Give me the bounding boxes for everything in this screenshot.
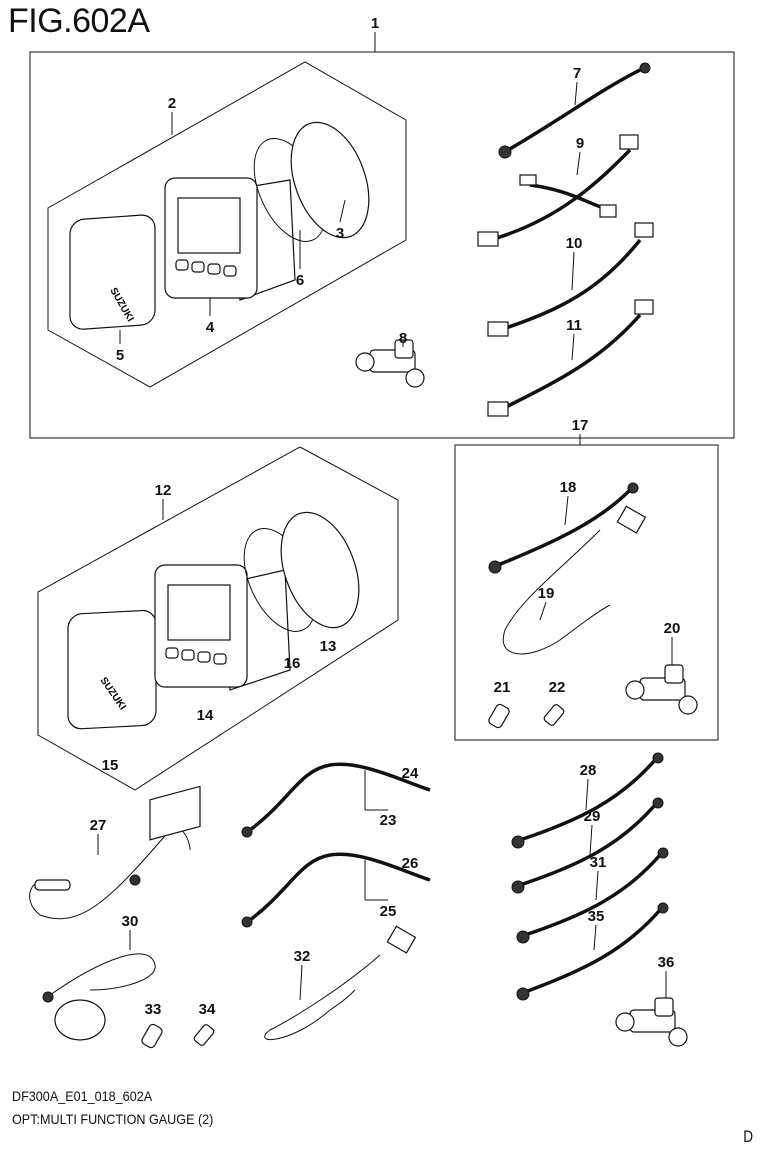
cap-34 bbox=[193, 1024, 215, 1046]
gauge-body-14 bbox=[154, 564, 291, 691]
callout-14: 14 bbox=[197, 707, 214, 724]
leader-lines bbox=[97, 32, 673, 1001]
callout-3: 3 bbox=[336, 225, 344, 242]
callout-33: 33 bbox=[145, 1001, 162, 1018]
callout-32: 32 bbox=[294, 948, 311, 965]
callout-31: 31 bbox=[590, 854, 607, 871]
callout-4: 4 bbox=[206, 319, 215, 336]
cap-33 bbox=[141, 1023, 163, 1049]
drawing-description: OPT:MULTI FUNCTION GAUGE (2) bbox=[12, 1111, 214, 1127]
cables bbox=[29, 62, 669, 1041]
callout-11: 11 bbox=[566, 317, 582, 334]
callout-26: 26 bbox=[402, 855, 419, 872]
callout-35: 35 bbox=[588, 908, 605, 925]
assembly-12-frame bbox=[37, 446, 399, 791]
callout-6: 6 bbox=[296, 272, 304, 289]
callout-15: 15 bbox=[102, 757, 119, 774]
callout-2: 2 bbox=[168, 95, 176, 112]
callout-9: 9 bbox=[576, 135, 584, 152]
callout-12: 12 bbox=[155, 482, 172, 499]
callout-23: 23 bbox=[380, 812, 397, 829]
t-connector-20 bbox=[625, 664, 698, 715]
callout-24: 24 bbox=[402, 765, 419, 782]
gauge-body-4 bbox=[164, 177, 296, 301]
figure-title: FIG.602A bbox=[8, 2, 150, 40]
callout-19: 19 bbox=[538, 585, 555, 602]
callout-10: 10 bbox=[566, 235, 583, 252]
gauge-cover-5: SUZUKI bbox=[69, 214, 156, 330]
callout-29: 29 bbox=[584, 808, 601, 825]
cap-22 bbox=[543, 704, 565, 726]
callout-28: 28 bbox=[580, 762, 597, 779]
callout-5: 5 bbox=[116, 347, 124, 364]
cap-21 bbox=[488, 703, 510, 729]
callout-13: 13 bbox=[320, 638, 337, 655]
page-letter: D bbox=[743, 1127, 754, 1146]
assembly-1-frame bbox=[29, 51, 735, 439]
drawing-code: DF300A_E01_018_602A bbox=[12, 1088, 153, 1104]
t-connector-8 bbox=[355, 339, 425, 388]
assembly-17-frame bbox=[454, 444, 719, 741]
callout-34: 34 bbox=[199, 1001, 216, 1018]
callout-numbers: 1 2 3 4 5 6 7 8 9 10 11 12 13 14 15 16 1… bbox=[90, 15, 681, 1018]
callout-7: 7 bbox=[573, 65, 581, 82]
callout-36: 36 bbox=[658, 954, 675, 971]
callout-1: 1 bbox=[371, 15, 379, 32]
callout-27: 27 bbox=[90, 817, 107, 834]
callout-16: 16 bbox=[284, 655, 301, 672]
callout-8: 8 bbox=[399, 330, 407, 347]
gauge-cover-15: SUZUKI bbox=[67, 609, 157, 730]
callout-18: 18 bbox=[560, 479, 577, 496]
callout-22: 22 bbox=[549, 679, 566, 696]
callout-17: 17 bbox=[572, 417, 589, 434]
assembly-2-frame bbox=[47, 61, 407, 388]
callout-20: 20 bbox=[664, 620, 681, 637]
nut-13 bbox=[280, 511, 360, 629]
nut-3 bbox=[290, 121, 370, 239]
callout-30: 30 bbox=[122, 913, 139, 930]
callout-25: 25 bbox=[380, 903, 397, 920]
callout-21: 21 bbox=[494, 679, 511, 696]
t-connector-36 bbox=[615, 997, 688, 1047]
